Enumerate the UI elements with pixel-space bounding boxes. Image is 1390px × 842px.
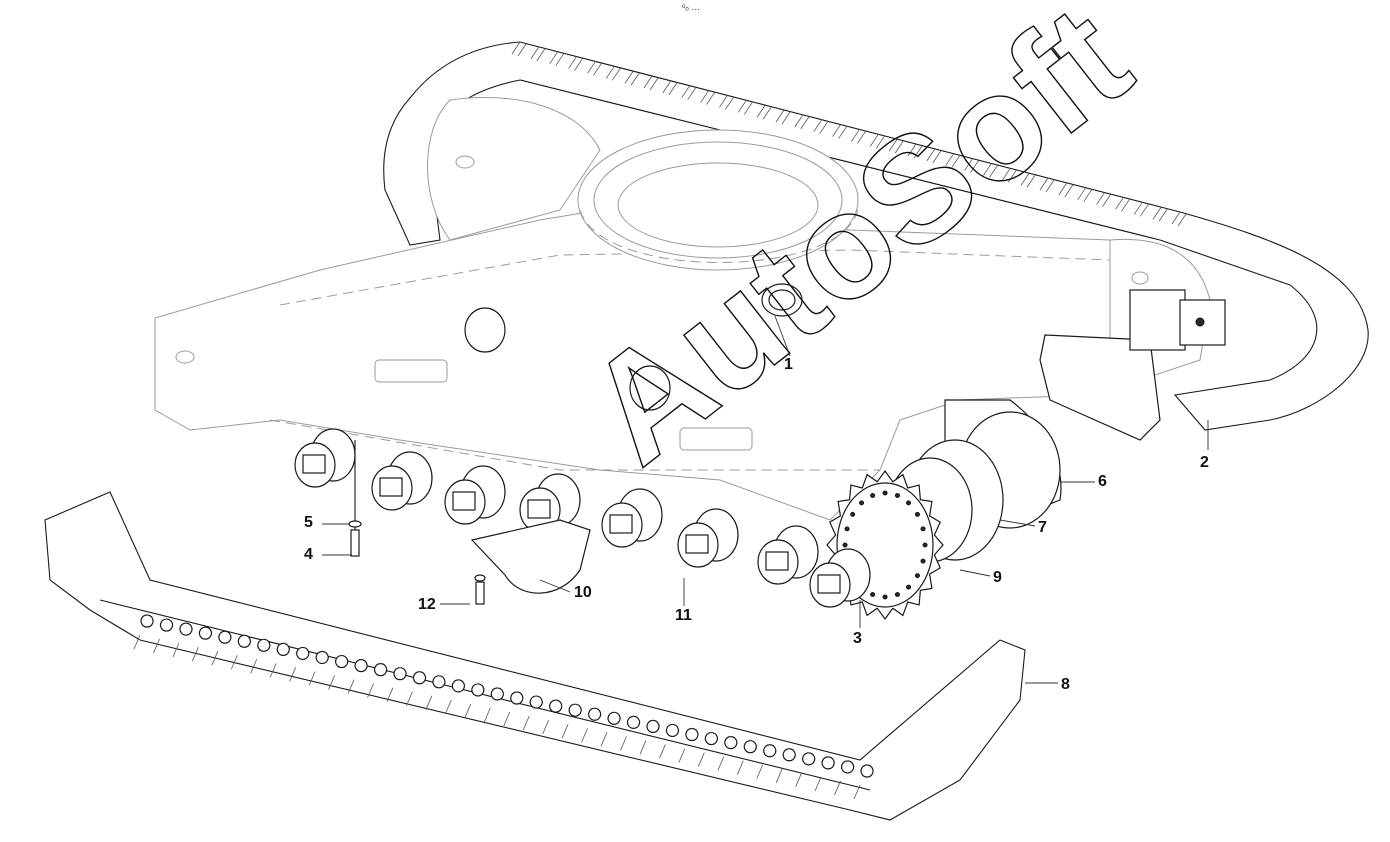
track-roller [371, 451, 433, 511]
track-roller [809, 548, 871, 608]
track-roller [677, 508, 739, 568]
bolt-part-4-washer-part-5 [348, 440, 362, 557]
rotary-seal-part-1 [761, 283, 803, 317]
lower-track-chain-part-8 [44, 491, 1026, 821]
track-roller [519, 473, 581, 533]
callout-11[interactable]: 11 [675, 607, 692, 624]
track-roller [294, 428, 356, 488]
callout-8[interactable]: 8 [1061, 676, 1070, 693]
callout-5[interactable]: 5 [304, 514, 313, 531]
track-roller [757, 525, 819, 585]
slewing-ring [577, 129, 859, 271]
leader-lines [322, 315, 1209, 684]
callout-7[interactable]: 7 [1038, 519, 1047, 536]
callout-10[interactable]: 10 [574, 584, 592, 601]
track-roller [444, 465, 506, 525]
callout-2[interactable]: 2 [1200, 454, 1209, 471]
callout-12[interactable]: 12 [418, 596, 436, 613]
callout-1[interactable]: 1 [784, 356, 793, 373]
idler-tensioner [1129, 289, 1226, 351]
callout-4[interactable]: 4 [304, 546, 313, 563]
callout-9[interactable]: 9 [993, 569, 1002, 586]
cover-plate [1039, 334, 1161, 441]
track-guard-part-10 [470, 519, 591, 605]
carrier-rollers [464, 307, 671, 411]
track-rollers-part-11 [294, 428, 871, 608]
track-roller [601, 488, 663, 548]
header-ellipsis: ᵒₒ … [682, 2, 701, 12]
callout-6[interactable]: 6 [1098, 473, 1107, 490]
callout-3[interactable]: 3 [853, 630, 862, 647]
